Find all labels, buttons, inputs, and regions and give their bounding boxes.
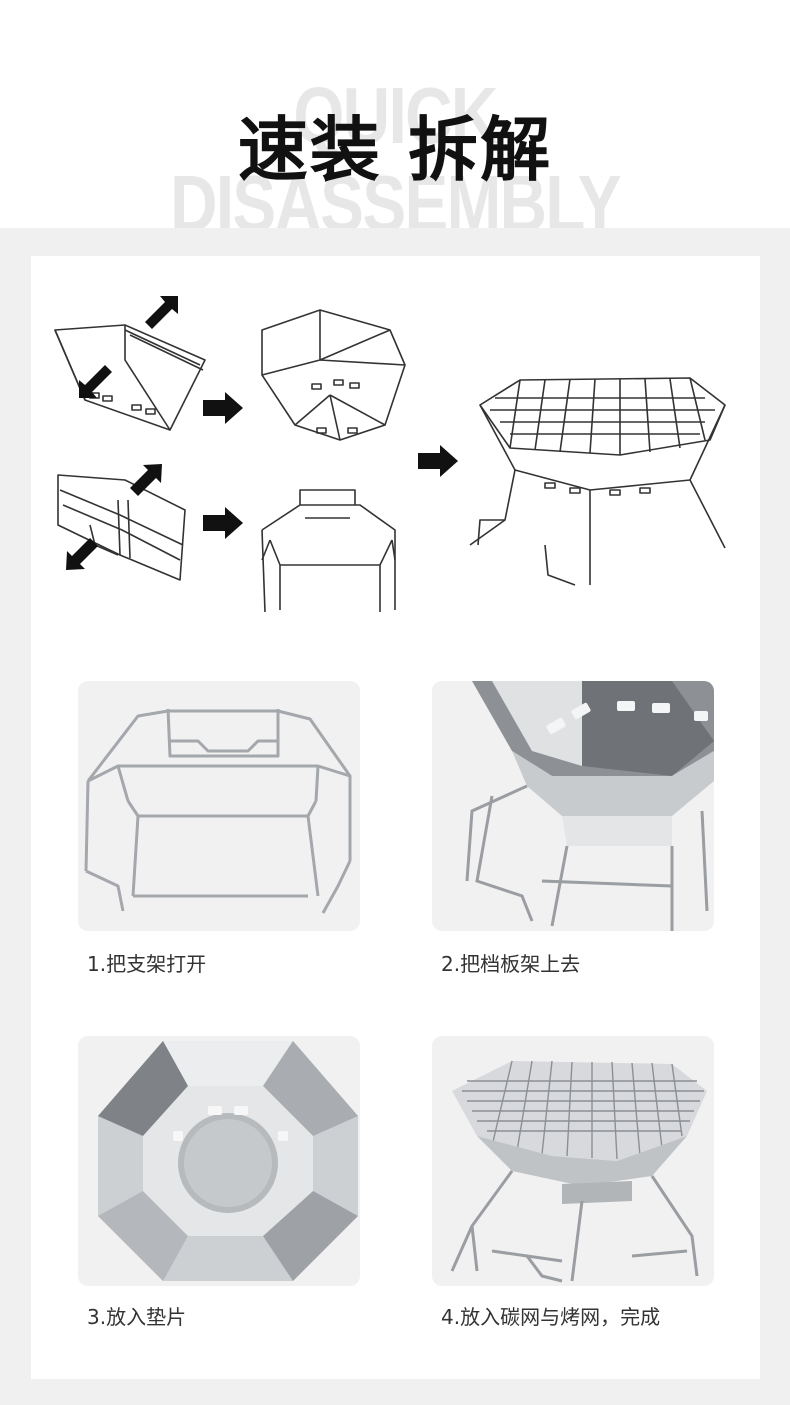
stand-frame-drawing	[261, 489, 396, 613]
arrow-icon	[66, 538, 98, 570]
step-2-caption: 2.把档板架上去	[441, 952, 581, 976]
hexagon-open-drawing	[261, 309, 406, 441]
assembled-grill-drawing	[469, 377, 726, 586]
step-1-photo	[78, 681, 360, 931]
step-3-photo	[78, 1036, 360, 1286]
arrow-icon	[79, 365, 112, 398]
arrow-icon	[145, 296, 178, 329]
arrow-right-icon	[203, 507, 243, 539]
page-title: 速装 拆解	[237, 109, 553, 191]
header: QUICK DISASSEMBLY 速装 拆解	[0, 0, 790, 248]
folded-stand-drawing	[57, 474, 186, 581]
content-panel: 1.把支架打开	[31, 256, 760, 1379]
arrow-right-icon	[203, 392, 243, 424]
step-2-photo	[432, 681, 714, 931]
step-1-caption: 1.把支架打开	[87, 952, 207, 976]
assembly-diagram	[54, 296, 726, 613]
arrow-icon	[130, 464, 162, 496]
step-3-caption: 3.放入垫片	[87, 1305, 187, 1329]
step-4-caption: 4.放入碳网与烤网，完成	[441, 1305, 661, 1329]
arrow-right-icon	[418, 445, 458, 477]
folded-panels-drawing	[54, 324, 206, 431]
step-4-photo	[432, 1036, 714, 1286]
